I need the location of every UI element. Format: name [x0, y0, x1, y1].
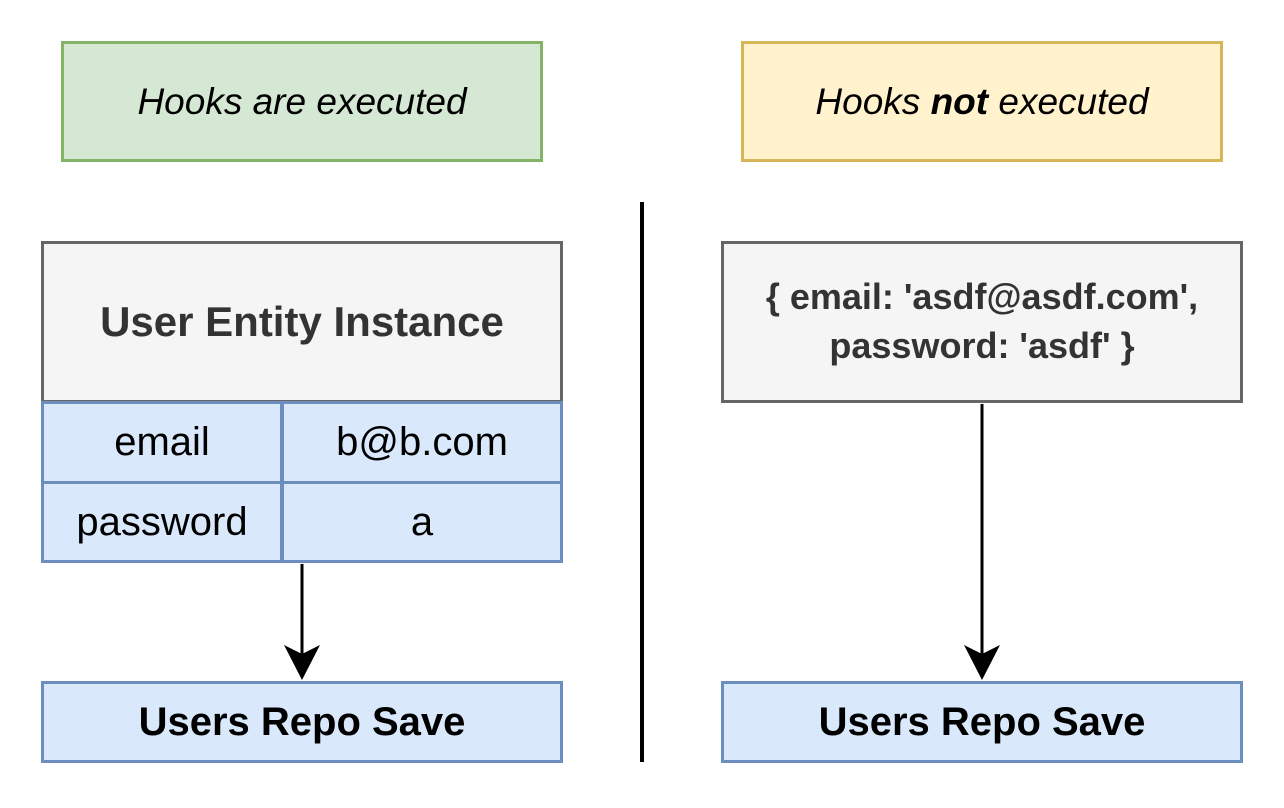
header-prefix: Hooks [815, 80, 931, 122]
users-repo-save-left: Users Repo Save [41, 681, 563, 763]
hooks-executed-label: Hooks are executed [61, 41, 543, 162]
users-repo-save-right: Users Repo Save [721, 681, 1243, 763]
hooks-not-executed-label: Hooks not executed [741, 41, 1223, 162]
object-line-2: password: 'asdf' } [829, 325, 1135, 366]
save-label: Users Repo Save [818, 699, 1146, 744]
save-label: Users Repo Save [138, 699, 466, 744]
object-line-1: { email: 'asdf@asdf.com', [765, 276, 1199, 318]
field-value: b@b.com [336, 420, 508, 464]
left-arrow-head [284, 645, 320, 680]
hooks-executed-text: Hooks are executed [137, 80, 467, 122]
entity-field-password-key: password [41, 481, 283, 563]
header-emphasis: not [930, 80, 989, 122]
entity-field-password-value: a [281, 481, 563, 563]
entity-title: User Entity Instance [100, 298, 504, 345]
field-value: a [410, 499, 434, 544]
plain-object-box: { email: 'asdf@asdf.com', password: 'asd… [721, 241, 1243, 403]
header-suffix: executed [988, 80, 1149, 122]
entity-field-email-value: b@b.com [281, 401, 563, 484]
hooks-not-executed-text: Hooks not executed [815, 81, 1148, 123]
right-arrow-head [964, 645, 1000, 680]
field-key: email [114, 420, 210, 464]
field-key: password [76, 499, 248, 544]
entity-field-email-key: email [41, 401, 283, 484]
